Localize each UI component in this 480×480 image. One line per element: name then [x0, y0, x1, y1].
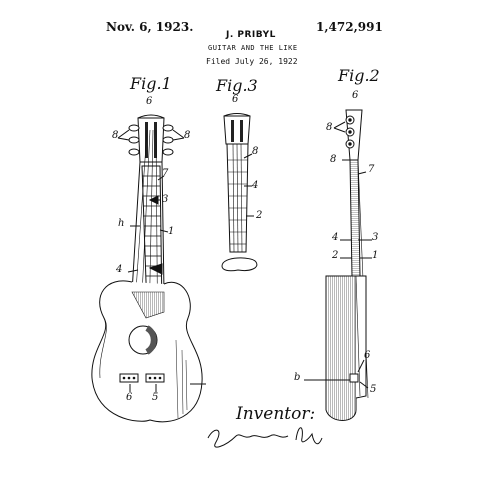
filed-date: Filed July 26, 1922 — [206, 57, 298, 66]
inventor-label: Inventor: — [236, 404, 316, 424]
ref-numeral: 5 — [152, 392, 159, 403]
ref-numeral: 8 — [326, 122, 333, 133]
ref-numeral: 6 — [364, 350, 371, 361]
figure-2-drawing — [304, 109, 372, 421]
ref-numeral: 6 — [352, 90, 359, 101]
figure-1-drawing — [91, 114, 206, 423]
ref-numeral: 5 — [370, 384, 377, 395]
ref-numeral: 6 — [146, 96, 153, 107]
figure-2-label: Fig.2 — [338, 66, 380, 85]
ref-numeral: 4 — [116, 264, 123, 275]
ref-numeral: 2 — [332, 250, 339, 261]
ref-numeral: 7 — [162, 168, 169, 179]
ref-numeral: 6 — [126, 392, 133, 403]
patent-number: 1,472,991 — [316, 20, 383, 34]
ref-numeral: 8 — [252, 146, 259, 157]
inventor-signature — [207, 427, 323, 448]
inventor-name: J. PRIBYL — [226, 30, 276, 40]
patent-date: Nov. 6, 1923. — [106, 20, 194, 34]
ref-numeral: 2 — [256, 210, 263, 221]
ref-numeral: 1 — [168, 226, 175, 237]
ref-numeral: 4 — [252, 180, 259, 191]
ref-numeral: 1 — [372, 250, 379, 261]
ref-numeral: b — [294, 372, 301, 383]
ref-numeral: 8 — [184, 130, 191, 141]
figure-3-drawing — [221, 113, 258, 272]
ref-numeral: 8 — [330, 154, 337, 165]
ref-numeral: 8 — [112, 130, 119, 141]
ref-numeral: 3 — [372, 232, 379, 243]
patent-title: GUITAR AND THE LIKE — [208, 44, 298, 52]
ref-numeral: 7 — [368, 164, 375, 175]
ref-numeral: h — [118, 218, 125, 229]
figure-1-label: Fig.1 — [130, 74, 172, 93]
ref-numeral: 6 — [232, 94, 239, 105]
ref-numeral: 3 — [162, 194, 169, 205]
figure-3-label: Fig.3 — [216, 76, 258, 95]
ref-numeral: 4 — [332, 232, 339, 243]
